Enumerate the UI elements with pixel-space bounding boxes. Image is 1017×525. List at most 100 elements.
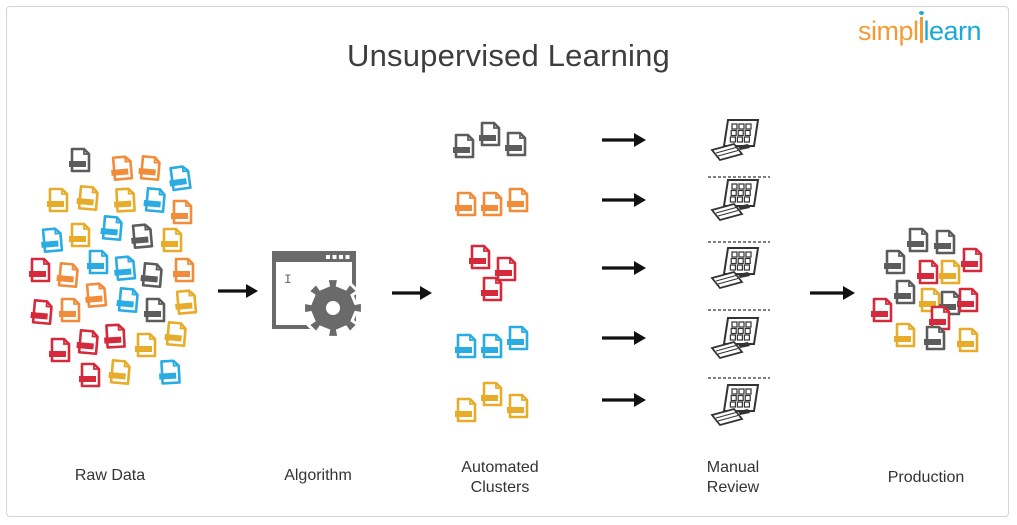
document-icon: [49, 337, 71, 363]
document-icon: [924, 325, 946, 351]
document-icon: [29, 257, 51, 283]
document-icon: [929, 305, 951, 331]
document-icon: [961, 247, 983, 273]
document-icon: [85, 282, 108, 308]
document-icon: [56, 262, 79, 289]
diagram-title: Unsupervised Learning: [346, 38, 670, 73]
document-icon: [100, 215, 123, 242]
document-icon: [495, 256, 517, 282]
document-icon: [116, 287, 139, 314]
document-icon: [76, 329, 99, 356]
document-icon: [41, 227, 64, 253]
document-icon: [481, 191, 503, 217]
document-icon: [894, 279, 916, 305]
flow-arrows: [218, 133, 855, 407]
computer-monitor-icon: [710, 317, 760, 360]
document-icon: [79, 362, 101, 388]
document-icon: [917, 259, 939, 285]
document-icon: [481, 381, 503, 407]
document-icon: [59, 297, 81, 323]
document-icon: [161, 227, 183, 253]
right-arrow-icon: [392, 286, 432, 300]
right-arrow-icon: [602, 261, 646, 275]
computer-monitor-icon: [710, 384, 760, 427]
document-icon: [507, 393, 529, 419]
document-icon: [159, 359, 181, 385]
label-production: Production: [887, 469, 965, 486]
document-icon: [479, 121, 501, 147]
document-icon: [114, 255, 137, 281]
document-icon: [507, 325, 529, 351]
svg-text:I: I: [284, 272, 292, 287]
document-icon: [957, 287, 979, 313]
cluster-red: [469, 244, 517, 302]
diagram-frame: [6, 6, 1009, 517]
computer-monitor-icon: [710, 247, 760, 290]
document-icon: [47, 187, 69, 213]
cluster-orange: [455, 187, 529, 217]
cluster-yellow: [455, 381, 529, 423]
document-icon: [939, 259, 961, 285]
document-icon: [140, 262, 163, 289]
algorithm-window-gear-icon: I: [272, 251, 364, 339]
right-arrow-icon: [810, 286, 855, 300]
document-icon: [143, 187, 166, 214]
document-icon: [907, 227, 929, 253]
document-icon: [108, 359, 131, 386]
document-icon: [453, 133, 475, 159]
cluster-gray: [453, 121, 527, 159]
document-icon: [171, 199, 193, 225]
document-icon: [69, 147, 91, 173]
logo-text-simpl: simpl: [858, 16, 919, 46]
right-arrow-icon: [602, 133, 646, 147]
right-arrow-icon: [218, 284, 258, 298]
computer-monitor-icon: [710, 179, 760, 222]
right-arrow-icon: [602, 193, 646, 207]
production-documents: [871, 227, 983, 353]
label-manual-review: Manual Review: [706, 459, 760, 496]
automated-clusters: [453, 121, 529, 423]
document-icon: [144, 297, 166, 323]
document-icon: [104, 323, 126, 349]
document-icon: [111, 155, 134, 181]
document-icon: [131, 223, 154, 249]
document-icon: [173, 257, 195, 283]
document-icon: [455, 191, 477, 217]
computer-monitor-icon: [710, 119, 760, 162]
logo-text-learn: learn: [923, 16, 982, 46]
document-icon: [505, 131, 527, 157]
label-automated-clusters: Automated Clusters: [461, 459, 539, 496]
document-icon: [507, 187, 529, 213]
document-icon: [919, 287, 941, 313]
document-icon: [884, 249, 906, 275]
document-icon: [175, 289, 198, 315]
document-icon: [957, 327, 979, 353]
manual-review-monitors: [708, 119, 770, 427]
document-icon: [469, 244, 491, 270]
document-icon: [455, 397, 477, 423]
right-arrow-icon: [602, 331, 646, 345]
cluster-blue: [455, 325, 529, 359]
document-icon: [481, 333, 503, 359]
document-icon: [455, 333, 477, 359]
right-arrow-icon: [602, 393, 646, 407]
document-icon: [30, 299, 53, 326]
document-icon: [135, 332, 157, 358]
document-icon: [138, 155, 161, 182]
document-icon: [69, 222, 91, 248]
document-icon: [934, 229, 956, 255]
document-icon: [76, 185, 99, 212]
document-icon: [164, 321, 187, 348]
document-icon: [169, 165, 192, 192]
document-icon: [87, 249, 109, 275]
document-icon: [481, 276, 503, 302]
label-raw-data: Raw Data: [74, 467, 146, 484]
document-icon: [114, 187, 136, 213]
document-icon: [894, 322, 916, 348]
label-algorithm: Algorithm: [284, 467, 352, 484]
logo-separator: [918, 11, 924, 43]
raw-data-documents: [29, 147, 198, 388]
document-icon: [871, 297, 893, 323]
